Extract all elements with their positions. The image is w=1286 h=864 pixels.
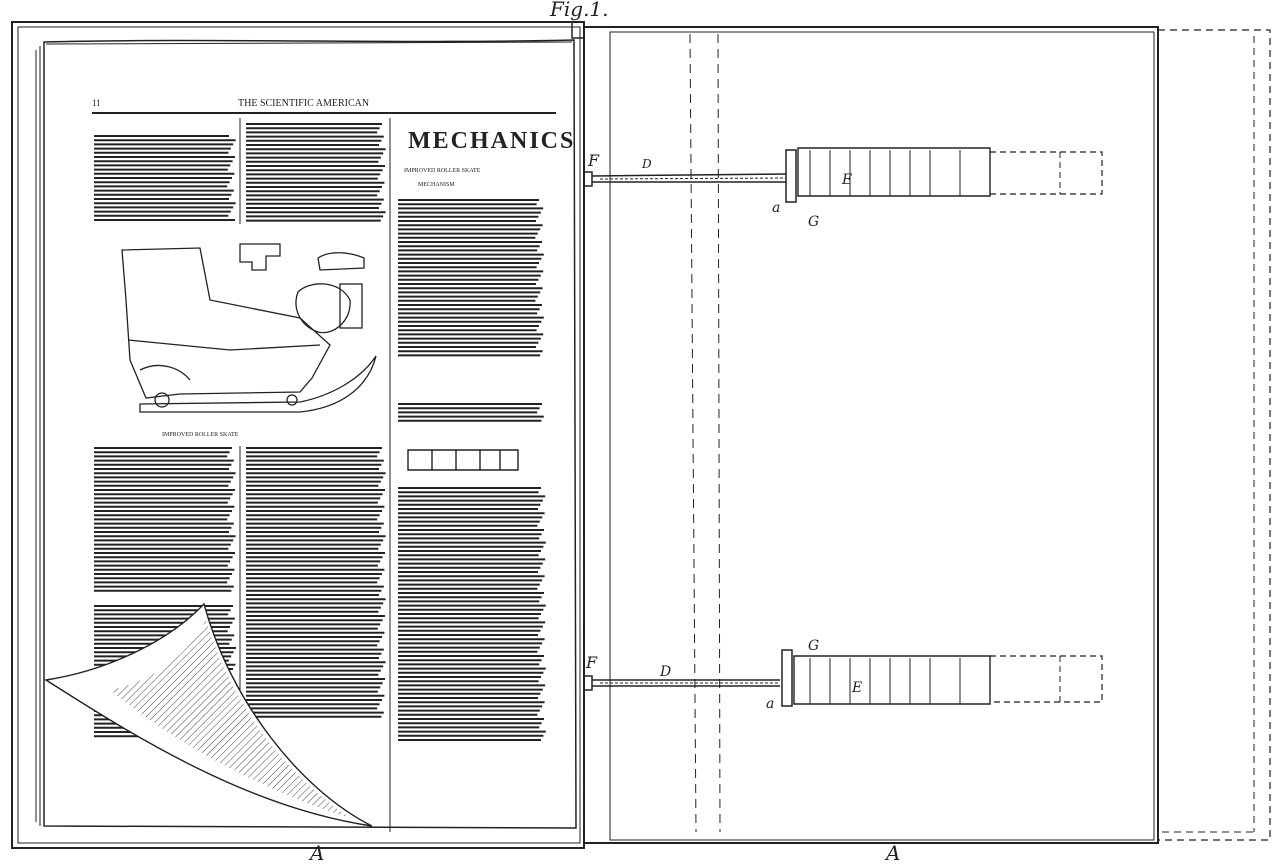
label-lower-a: a xyxy=(766,696,774,712)
label-lower-f: F xyxy=(585,653,598,672)
label-upper-a: a xyxy=(772,200,780,216)
label-lower-e: E xyxy=(851,680,862,696)
label-upper-d: D xyxy=(641,157,652,171)
label-upper-f: F xyxy=(587,151,600,170)
section-heading: MECHANICS xyxy=(408,128,575,154)
page-number: 11 xyxy=(92,98,101,108)
illustration-caption: IMPROVED ROLLER SKATE xyxy=(162,432,239,438)
figure-title: Fig.1. xyxy=(549,0,609,21)
label-bottom-a-left: A xyxy=(308,841,324,864)
roller-thumbnail xyxy=(407,449,519,471)
subheading-line-2: MECHANISM xyxy=(418,182,455,188)
newspaper-page: 11 THE SCIENTIFIC AMERICAN MECHANICS IMP… xyxy=(35,39,577,832)
label-lower-d: D xyxy=(659,664,671,680)
label-lower-g: G xyxy=(808,638,819,654)
upper-clamp xyxy=(583,147,1103,203)
binder-frame xyxy=(11,21,1271,849)
label-upper-e: E xyxy=(841,172,852,188)
subheading-line-1: IMPROVED ROLLER SKATE xyxy=(404,168,481,174)
lower-clamp xyxy=(583,649,1103,707)
curled-page-corner xyxy=(44,602,373,827)
label-upper-g: G xyxy=(808,214,819,230)
label-bottom-a-right: A xyxy=(884,841,900,864)
masthead: THE SCIENTIFIC AMERICAN xyxy=(238,98,369,109)
skate-illustration xyxy=(121,243,377,413)
